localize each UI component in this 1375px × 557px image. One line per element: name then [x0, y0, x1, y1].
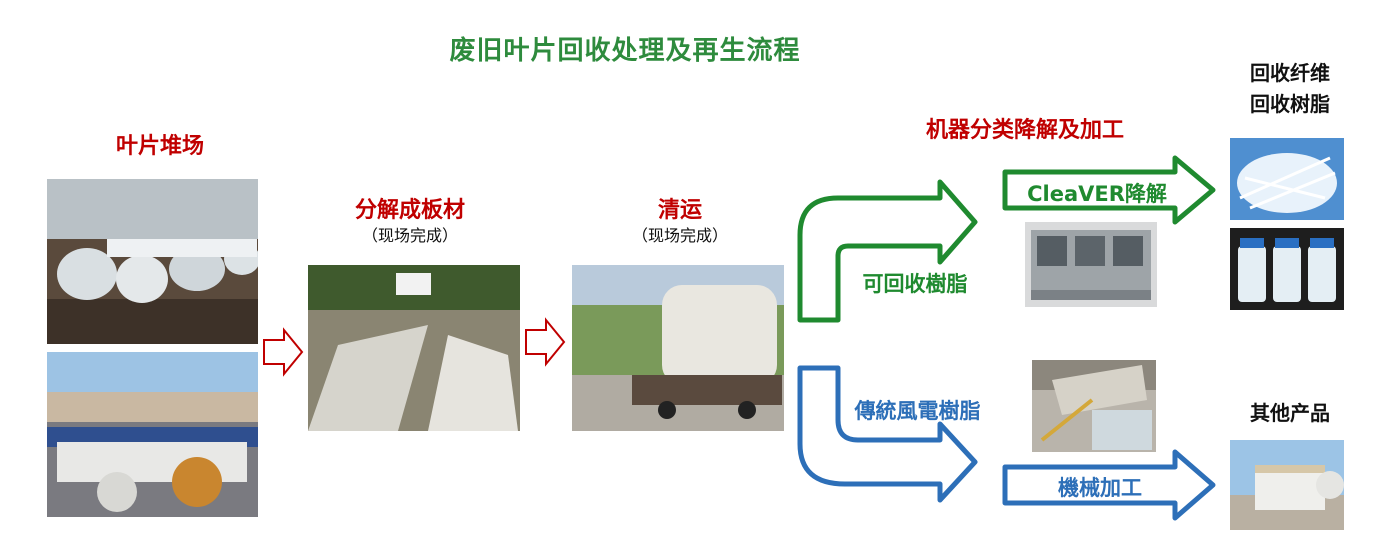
path-label-recyclable-resin: 可回收樹脂 [862, 272, 968, 296]
outline-arrow-right-icon [1002, 449, 1216, 521]
transport-photo [572, 265, 784, 431]
stage-label-other-products: 其他产品 [1250, 401, 1330, 425]
mechanical-processing-photo [1032, 360, 1156, 452]
outline-arrow-right-icon [525, 317, 566, 367]
bent-arrow-icon [797, 365, 978, 503]
blade-yard-photo-1 [47, 179, 258, 344]
path-label-cleaver: CleaVER降解 [1027, 182, 1167, 206]
recovered-resin-label: 回收树脂 [1250, 92, 1330, 116]
other-products-photo [1230, 440, 1344, 530]
recovered-resin-photo [1230, 228, 1344, 310]
decompose-photo [308, 265, 520, 431]
path-label-mechanical: 機械加工 [1058, 476, 1142, 500]
stage-label-blade-yard: 叶片堆场 [115, 134, 204, 159]
stage-label-transport: 清运 [657, 198, 702, 223]
stage-label-recovered: 回收纤维 回收树脂 [1215, 58, 1365, 120]
stage-note-transport: （现场完成） [631, 226, 728, 245]
page-title: 废旧叶片回收处理及再生流程 [449, 36, 801, 66]
stage-note-decompose: （现场完成） [361, 226, 458, 245]
blade-yard-photo-2 [47, 352, 258, 517]
path-label-traditional-resin: 傳統風電樹脂 [854, 399, 981, 423]
outline-arrow-right-icon [263, 327, 304, 377]
recovered-fiber-label: 回收纤维 [1250, 61, 1330, 85]
cleaver-machine-photo [1025, 222, 1157, 307]
bent-arrow-icon [797, 179, 978, 323]
stage-label-decompose: 分解成板材 [354, 198, 465, 223]
outline-arrow-right-icon [1002, 155, 1216, 225]
recovered-fiber-photo [1230, 138, 1344, 220]
stage-label-machine: 机器分类降解及加工 [925, 118, 1124, 143]
